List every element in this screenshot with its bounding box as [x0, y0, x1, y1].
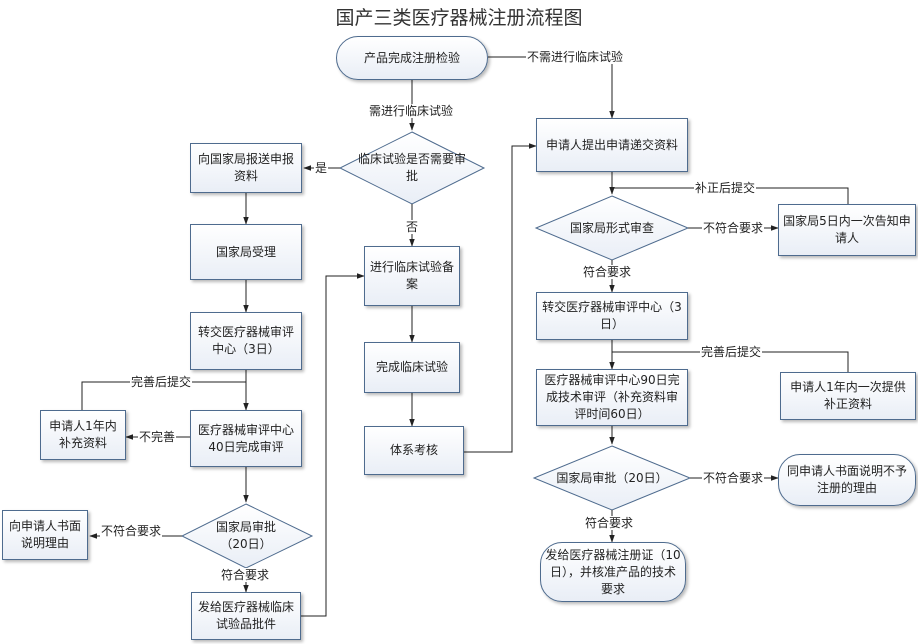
applicant-submit-node: 申请人提出申请递交资料	[536, 118, 688, 172]
submit-to-nmpa-node: 向国家局报送申报资料	[190, 143, 302, 193]
written-reason-right-node: 同申请人书面说明不予注册的理由	[778, 454, 916, 506]
supplement-1y-right-node: 申请人1年内一次提供补正资料	[780, 372, 916, 420]
written-reason-left-node: 向申请人书面说明理由	[2, 510, 88, 560]
issue-trial-approval-label: 发给医疗器械临床试验品批件	[197, 600, 294, 631]
issue-certificate-node: 发给医疗器械注册证（10日），并核准产品的技术要求	[540, 542, 686, 602]
supplement-1y-left-label: 申请人1年内补充资料	[49, 419, 117, 450]
tech-review-90d-label: 医疗器械审评中心90日完成技术审评（补充资料审评时间60日）	[544, 373, 680, 421]
edge-label-no-trial-needed: 不需进行临床试验	[526, 50, 625, 64]
start-node-label: 产品完成注册检验	[363, 50, 460, 65]
trial-filing-node: 进行临床试验备案	[364, 246, 460, 306]
complete-trial-node: 完成临床试验	[364, 342, 460, 393]
nmpa-accept-node: 国家局受理	[190, 224, 302, 280]
supplement-1y-right-label: 申请人1年内一次提供补正资料	[790, 380, 906, 411]
edge-label-compliant-right: 符合要求	[584, 516, 635, 530]
transfer-review-center-label: 转交医疗器械审评中心（3日）	[542, 300, 682, 331]
formal-review-decision: 国家局形式审查	[558, 218, 666, 238]
issue-trial-approval-node: 发给医疗器械临床试验品批件	[191, 592, 301, 640]
edge-label-complete-then-submit-right: 完善后提交	[700, 345, 763, 359]
formal-review-label: 国家局形式审查	[569, 220, 654, 235]
review-40d-label: 医疗器械审评中心40日完成审评	[197, 422, 294, 454]
notify-5d-node: 国家局5日内一次告知申请人	[778, 204, 916, 256]
nmpa-approval-right-label: 国家局审批（20日）	[556, 470, 668, 485]
clinical-approval-decision: 临床试验是否需要审批	[354, 144, 470, 192]
system-audit-node: 体系考核	[364, 426, 464, 475]
submit-to-nmpa-label: 向国家局报送申报资料	[197, 152, 294, 183]
edge-label-complete-then-submit-left: 完善后提交	[130, 375, 193, 389]
edge-label-not-compliant-formal: 不符合要求	[702, 221, 765, 235]
nmpa-approval-left-label: 国家局审批（20日）	[215, 520, 276, 551]
edge-label-yes: 是	[314, 161, 329, 175]
nmpa-accept-label: 国家局受理	[215, 244, 276, 259]
edge-label-not-compliant-left: 不符合要求	[100, 524, 163, 538]
complete-trial-label: 完成临床试验	[375, 360, 448, 374]
transfer-review-label: 转交医疗器械审评中心（3日）	[197, 325, 294, 356]
written-reason-left-label: 向申请人书面说明理由	[8, 519, 81, 550]
notify-5d-label: 国家局5日内一次告知申请人	[783, 214, 911, 245]
system-audit-label: 体系考核	[389, 443, 438, 457]
trial-filing-label: 进行临床试验备案	[369, 260, 454, 291]
diagram-title: 国产三类医疗器械注册流程图	[335, 7, 583, 29]
written-reason-right-label: 同申请人书面说明不予注册的理由	[786, 464, 907, 495]
applicant-submit-label: 申请人提出申请递交资料	[545, 137, 678, 152]
start-node: 产品完成注册检验	[336, 36, 488, 80]
transfer-review-center-node: 转交医疗器械审评中心（3日）	[536, 292, 688, 340]
edge-label-not-compliant-right: 不符合要求	[702, 471, 765, 485]
edge-label-corrected-then-submit: 补正后提交	[694, 181, 757, 195]
edge-label-compliant-formal: 符合要求	[582, 265, 633, 279]
edge-label-incomplete: 不完善	[138, 430, 177, 444]
edge-label-no: 否	[405, 220, 420, 234]
edge-label-trial-needed: 需进行临床试验	[368, 104, 455, 118]
issue-certificate-label: 发给医疗器械注册证（10日），并核准产品的技术要求	[545, 547, 681, 596]
review-40d-node: 医疗器械审评中心40日完成审评	[190, 410, 302, 467]
nmpa-approval-right-decision: 国家局审批（20日）	[550, 468, 674, 488]
transfer-review-node: 转交医疗器械审评中心（3日）	[190, 312, 302, 370]
tech-review-90d-node: 医疗器械审评中心90日完成技术审评（补充资料审评时间60日）	[536, 369, 688, 426]
clinical-approval-decision-label: 临床试验是否需要审批	[357, 152, 466, 183]
nmpa-approval-left-decision: 国家局审批（20日）	[204, 516, 288, 556]
edge-label-compliant-left: 符合要求	[220, 568, 271, 582]
supplement-1y-left-node: 申请人1年内补充资料	[40, 410, 126, 460]
